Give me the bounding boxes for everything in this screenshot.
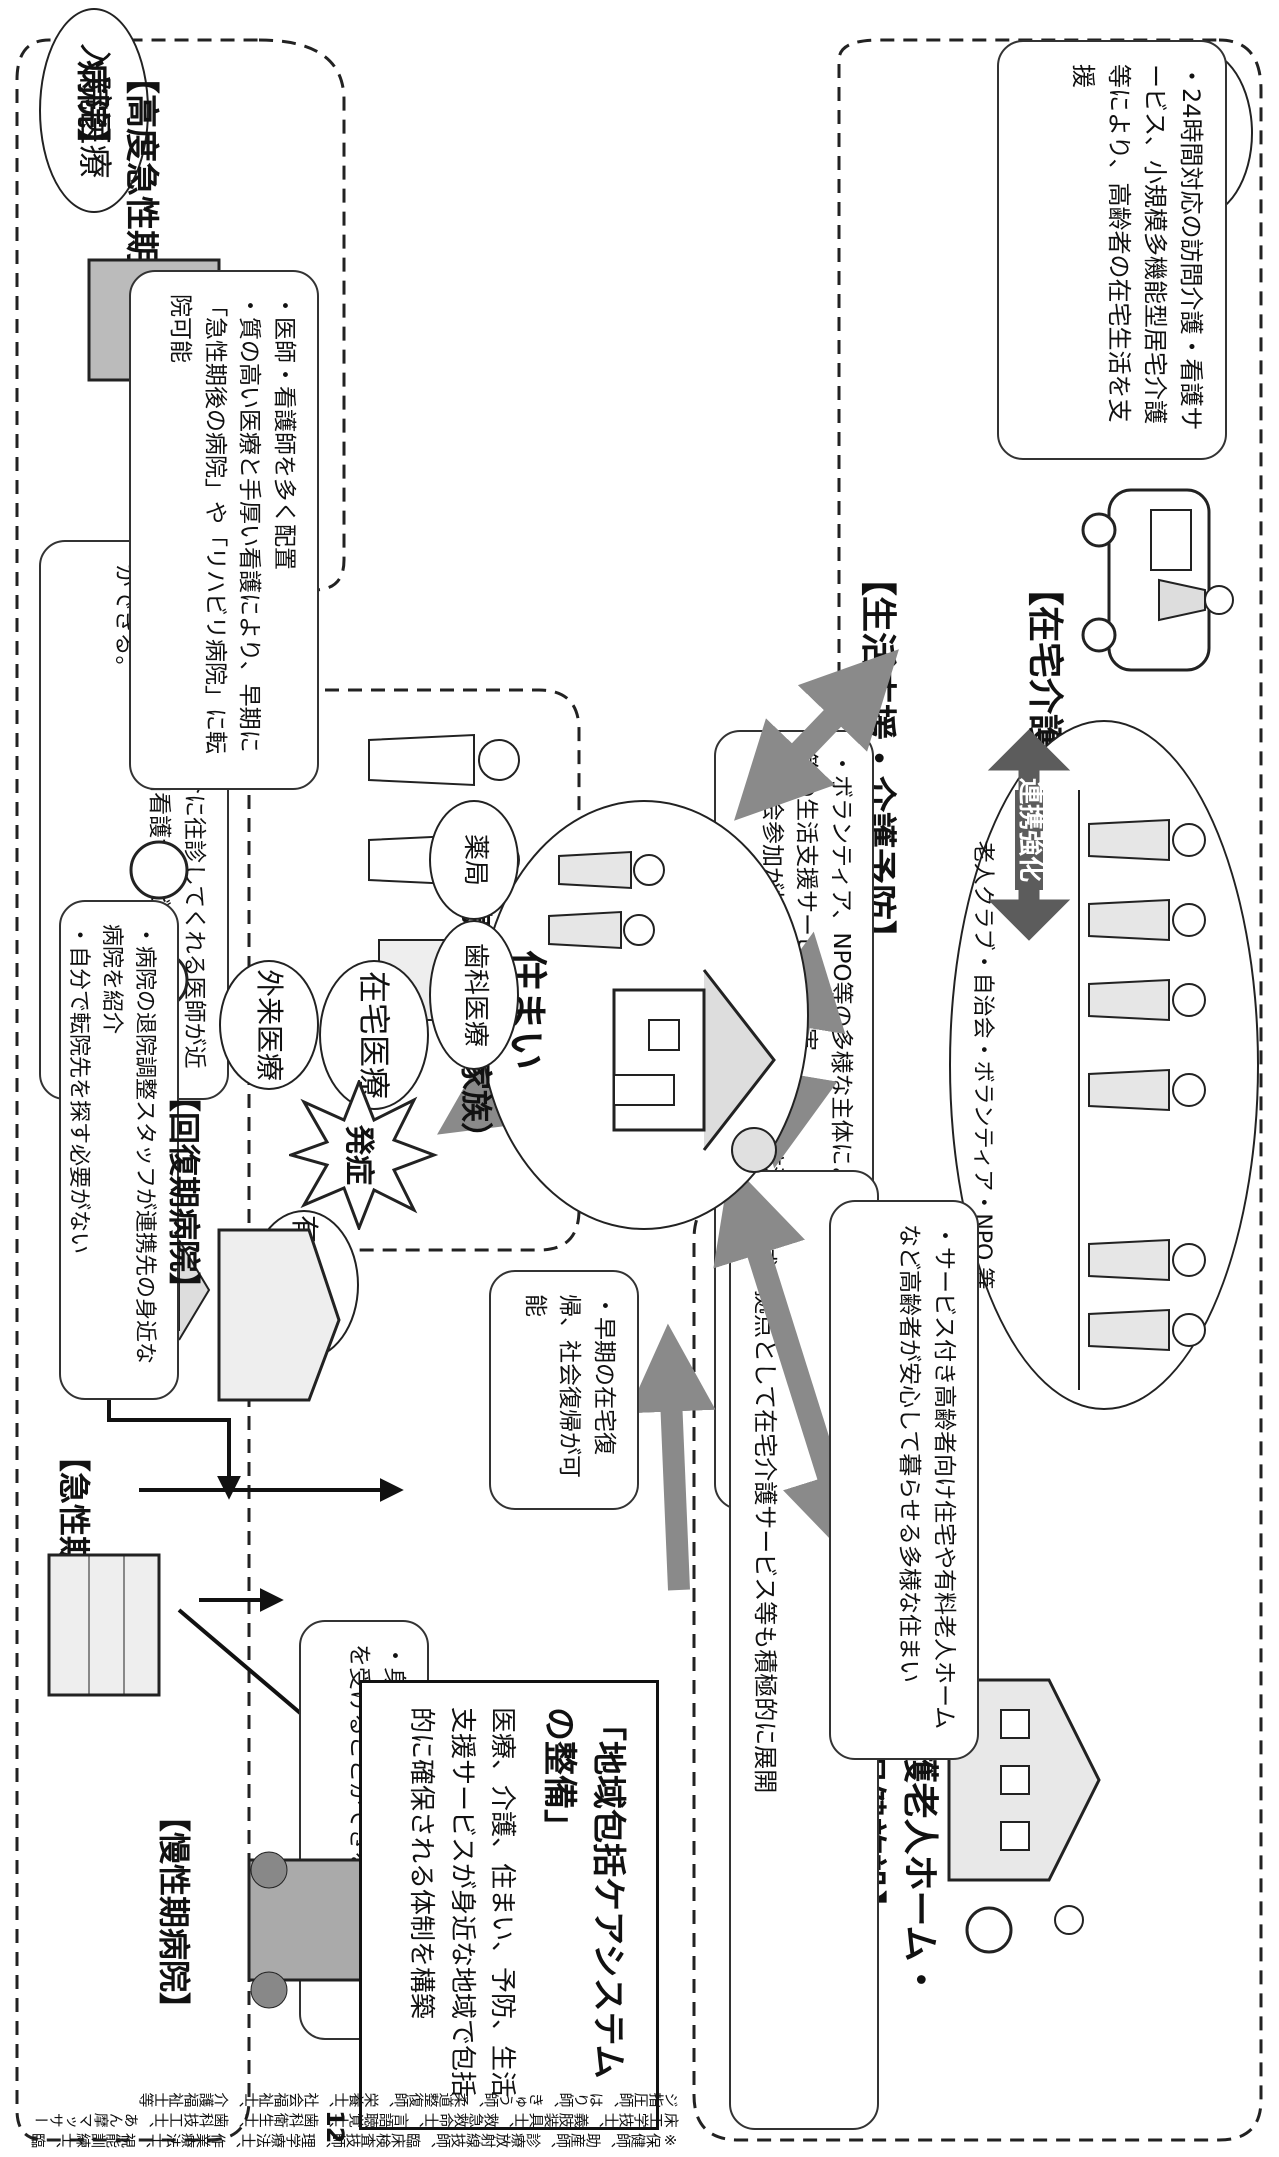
transfer-notes: ・病院の退院調整スタッフが連携先の身近な病院を紹介 ・自分で転院先を探す必要がな… [59, 900, 179, 1400]
framework-body: 医療、介護、住まい、予防、生活支援サービスが身近な地域で包括的に確保される体制を… [406, 1707, 517, 2098]
framework-title: 「地域包括ケアシステムの整備」 [539, 1707, 628, 2079]
onset-label: 発症 [341, 1125, 376, 1185]
home-care-van-illustration [1081, 488, 1234, 672]
house-illustration [612, 969, 777, 1173]
transfer-note-1: ・病院の退院調整スタッフが連携先の身近な病院を紹介 [99, 924, 157, 1365]
advanced-hospital-bullet-1: ・医師・看護師を多く配置 [271, 294, 297, 570]
early-return-note: ・早期の在宅復帰、社会復帰が可能 [489, 1270, 639, 1510]
footnote: ※保健師、助産師、診療放射線技師、臨床検査技師、理学療法士、作業療法士、視能訓練… [31, 2090, 679, 2150]
outpatient-care-ellipse: 外来医療 [219, 960, 319, 1090]
page-number: 12 [321, 2110, 349, 2144]
family-illustration [548, 850, 665, 950]
onset-burst [289, 1080, 439, 1230]
dental-care-ellipse: 歯科医療 [429, 920, 519, 1070]
advanced-hospital-notes: ・医師・看護師を多く配置 ・質の高い医療と手厚い看護により、早期に「急性期後の病… [129, 270, 319, 790]
chronic-hospital-title: 【慢性期病院】 [155, 1800, 193, 2025]
nursing-facility-illustration [947, 1678, 1101, 1954]
acute-hospital-building-icon [47, 1553, 161, 1697]
recovery-hospital-building-icon [217, 1228, 341, 1402]
advanced-hospital-bullet-2: ・質の高い医療と手厚い看護により、早期に「急性期後の病院」や「リハビリ病院」に転… [167, 294, 263, 754]
community-people-illustration [1078, 790, 1206, 1390]
coordination-label: 連携強化 [1015, 777, 1045, 882]
pharmacy-ellipse: 薬局 [429, 800, 519, 920]
housing-note: ・サービス付き高齢者向け住宅や有料老人ホームなど高齢者が安心して暮らせる多様な住… [829, 1200, 979, 1760]
inpatient-region-border [15, 38, 346, 2142]
home-care-description: ・24時間対応の訪問介護・看護サービス、小規模多機能型居宅介護等により、高齢者の… [997, 40, 1227, 460]
transfer-note-2: ・自分で転院先を探す必要がない [66, 924, 91, 1255]
